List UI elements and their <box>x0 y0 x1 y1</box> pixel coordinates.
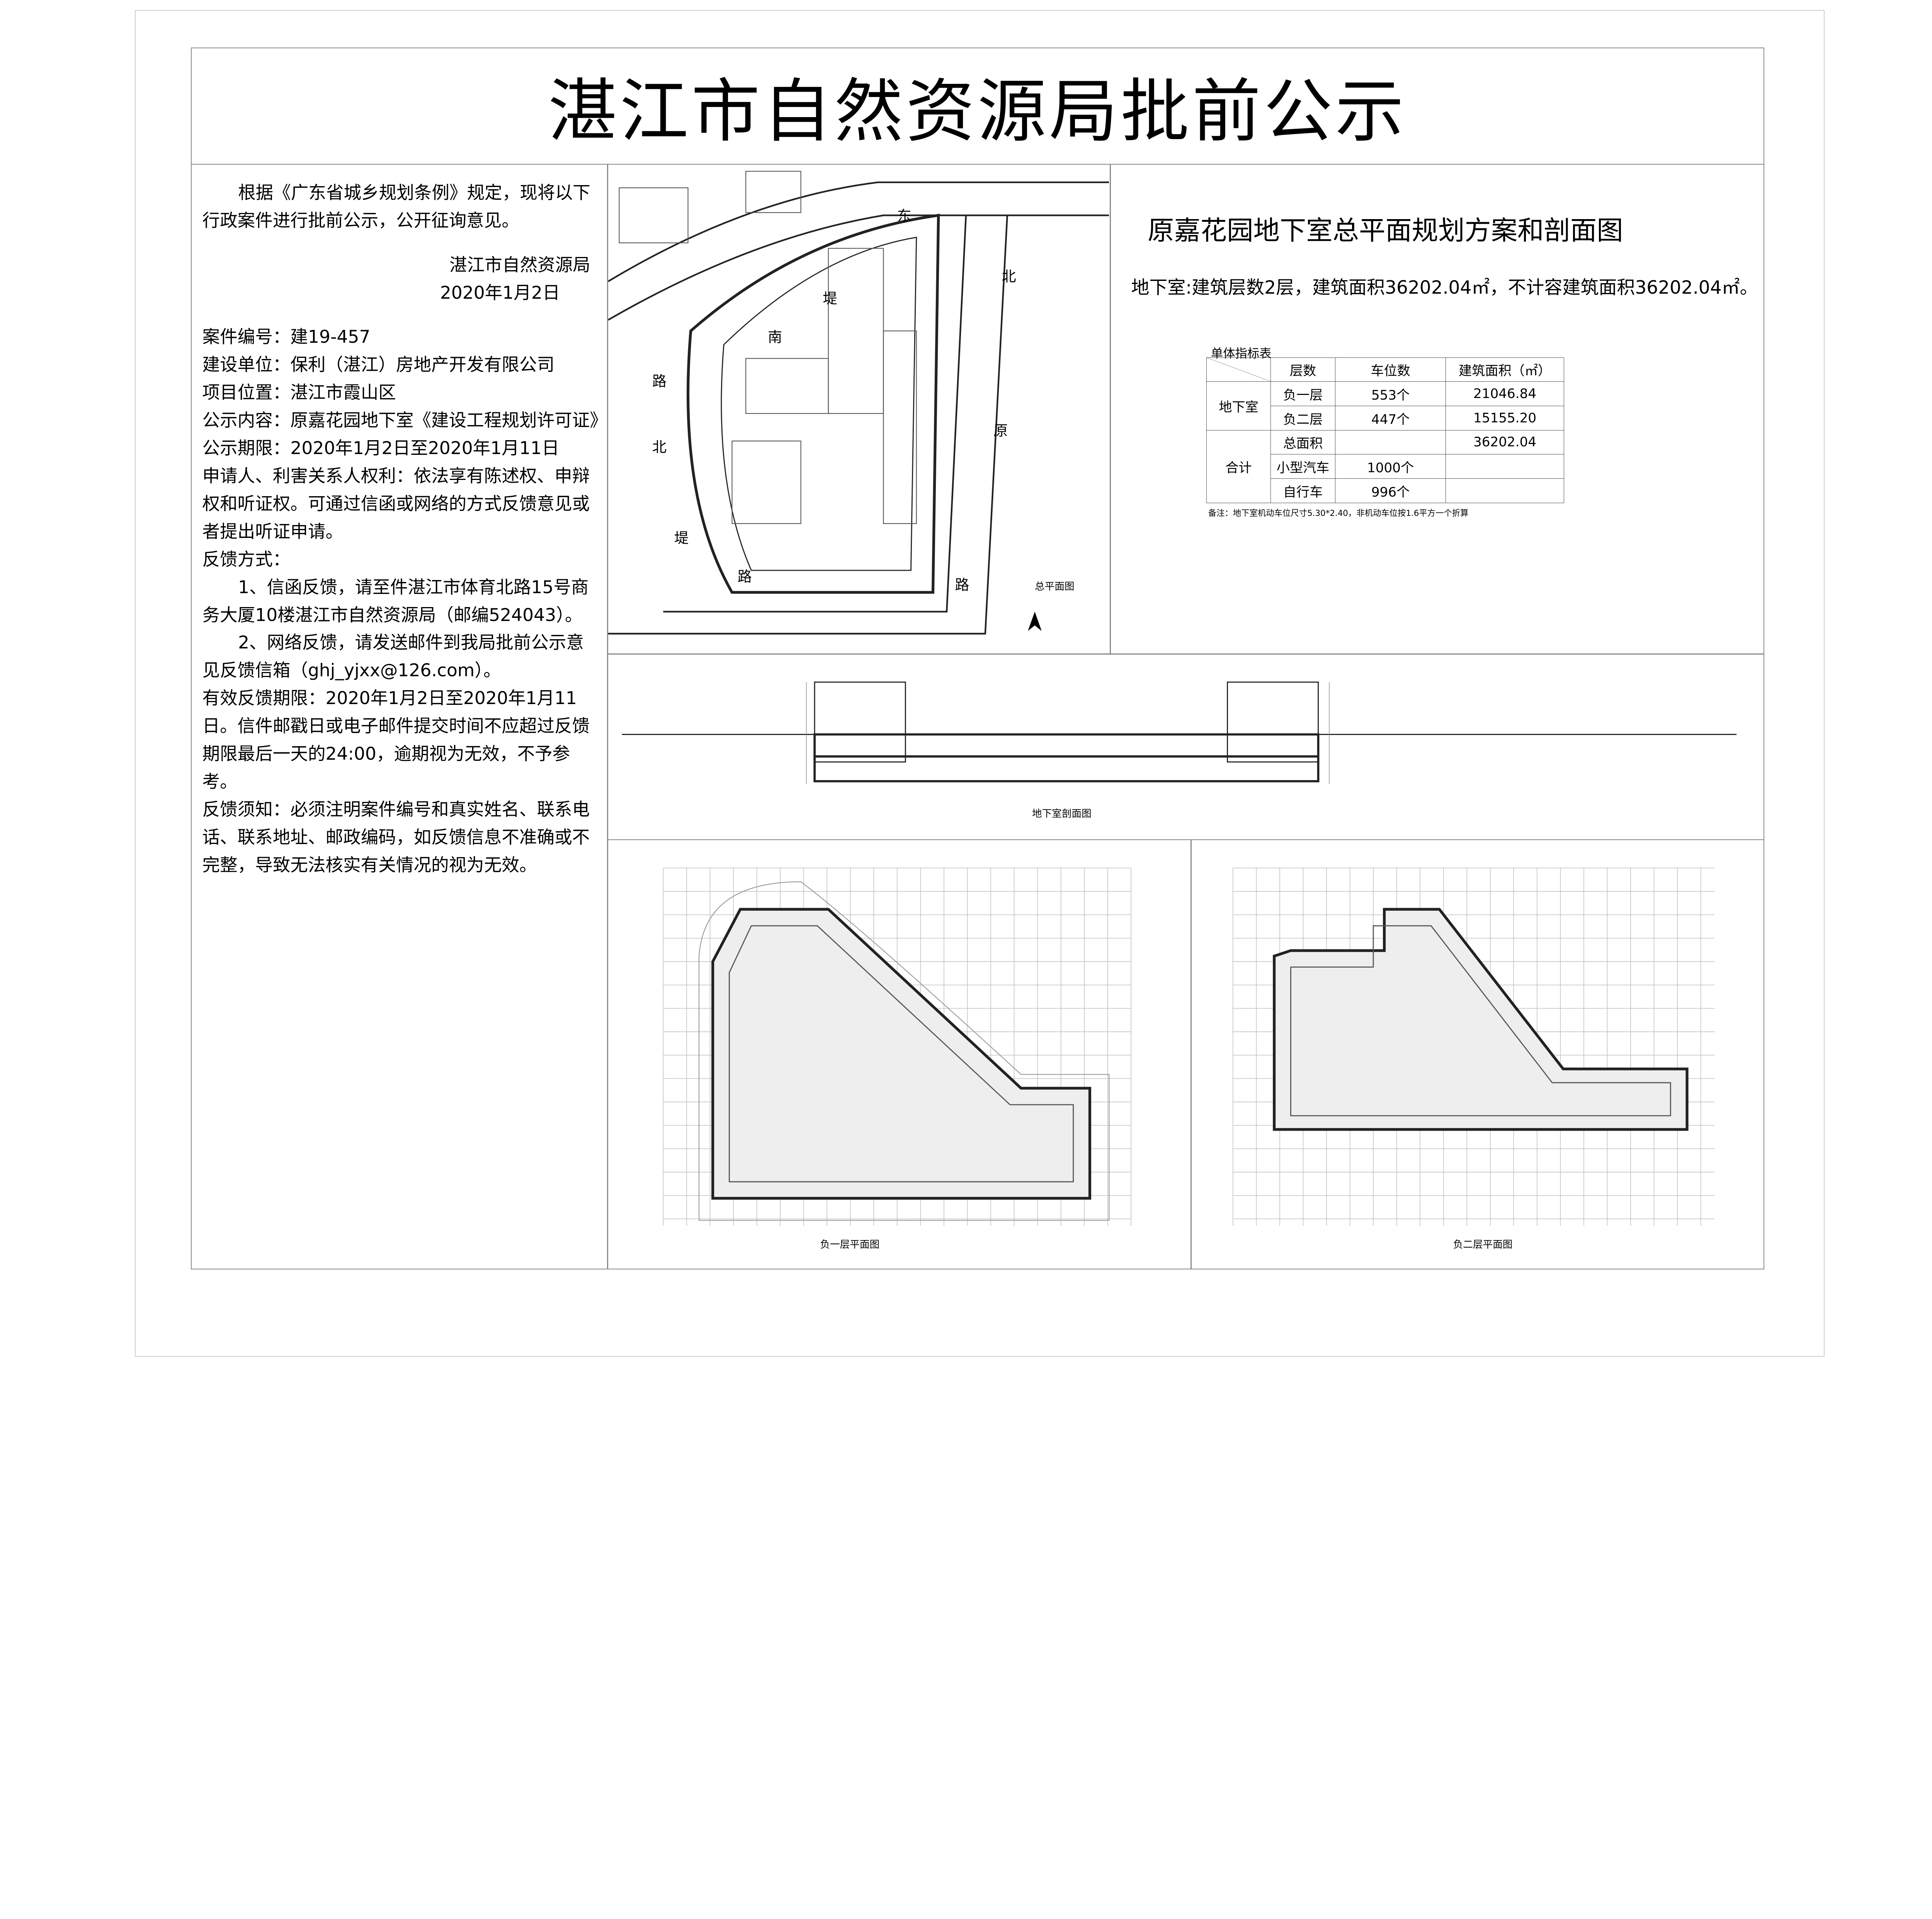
b1-plan-drawing: 负一层平面图 <box>663 868 1132 1250</box>
road-label: 北 <box>652 439 667 455</box>
site-plan-drawing: 东 堤 南 路 北 原 北 堤 路 路 总平面图 <box>608 170 1109 635</box>
notice-text: 根据《广东省城乡规划条例》规定，现将以下行政案件进行批前公示，公开征询意见。 湛… <box>202 179 607 879</box>
requirements: 反馈须知：必须注明案件编号和真实姓名、联系电话、联系地址、邮政编码，如反馈信息不… <box>202 799 590 875</box>
valid-period: 有效反馈期限：2020年1月2日至2020年1月11日。信件邮戳日或电子邮件提交… <box>202 688 590 792</box>
cell: 996个 <box>1335 478 1446 503</box>
north-arrow-icon <box>1028 611 1042 631</box>
road-label: 路 <box>955 577 969 593</box>
road-label: 北 <box>1002 268 1016 285</box>
content: 公示内容：原嘉花园地下室《建设工程规划许可证》 <box>202 410 607 430</box>
intro: 根据《广东省城乡规划条例》规定，现将以下行政案件进行批前公示，公开征询意见。 <box>202 182 590 231</box>
divider <box>1109 164 1111 653</box>
cell <box>1446 478 1564 503</box>
divider <box>1190 839 1192 1269</box>
builder: 建设单位：保利（湛江）房地产开发有限公司 <box>202 354 555 375</box>
plan-title: 原嘉花园地下室总平面规划方案和剖面图 <box>1148 216 1623 247</box>
feedback-email: 2、网络反馈，请发送邮件到我局批前公示意见反馈信箱（ghj_yjxx@126.c… <box>202 632 584 681</box>
feedback-heading: 反馈方式： <box>202 549 291 570</box>
road-label: 堤 <box>823 290 837 307</box>
cell: 1000个 <box>1335 454 1446 479</box>
plan-summary: 地下室:建筑层数2层，建筑面积36202.04㎡，不计容建筑面积36202.04… <box>1131 277 1758 299</box>
table-row: 合计总面积 36202.04 <box>1206 430 1564 503</box>
road-label: 东 <box>897 208 912 224</box>
issue-date: 2020年1月2日 <box>440 282 560 303</box>
site-plan-caption: 总平面图 <box>1035 581 1074 592</box>
notice-frame <box>190 47 1764 1269</box>
cell: 15155.20 <box>1446 405 1564 430</box>
cell: 负一层 <box>1270 381 1335 406</box>
issuer: 湛江市自然资源局 <box>449 254 590 275</box>
group-basement: 地下室 <box>1206 381 1271 430</box>
divider <box>607 164 609 1269</box>
cell <box>1335 430 1446 455</box>
cell: 21046.84 <box>1446 381 1564 406</box>
cell: 553个 <box>1335 381 1446 406</box>
header-floors: 层数 <box>1270 357 1335 382</box>
b1-caption: 负一层平面图 <box>820 1239 879 1250</box>
sheet-border <box>135 10 1825 1357</box>
cell: 总面积 <box>1270 430 1335 455</box>
header-spaces: 车位数 <box>1335 357 1446 382</box>
case-number: 案件编号：建19-457 <box>202 327 371 347</box>
divider <box>607 653 1764 655</box>
corner-cell <box>1206 357 1271 382</box>
table-note: 备注：地下室机动车位尺寸5.30*2.40，非机动车位按1.6平方一个折算 <box>1208 508 1469 518</box>
table-header-row: 层数 车位数 建筑面积（㎡） <box>1206 357 1564 382</box>
road-label: 南 <box>768 329 782 345</box>
rights: 申请人、利害关系人权利：依法享有陈述权、申辩权和听证权。可通过信函或网络的方式反… <box>202 465 590 542</box>
feedback-mail: 1、信函反馈，请至件湛江市体育北路15号商务大厦10楼湛江市自然资源局（邮编52… <box>202 577 589 625</box>
road-label: 原 <box>993 422 1008 439</box>
cell: 负二层 <box>1270 405 1335 430</box>
cell: 36202.04 <box>1446 430 1564 455</box>
cell: 自行车 <box>1270 478 1335 503</box>
page-title: 湛江市自然资源局批前公示 <box>190 48 1764 165</box>
location: 项目位置：湛江市霞山区 <box>202 382 396 403</box>
cell: 447个 <box>1335 405 1446 430</box>
cell <box>1446 454 1564 479</box>
group-total: 合计 <box>1206 430 1271 503</box>
period: 公示期限：2020年1月2日至2020年1月11日 <box>202 437 560 458</box>
header-area: 建筑面积（㎡） <box>1446 357 1564 382</box>
b2-plan-drawing: 负二层平面图 <box>1233 868 1715 1250</box>
road-label: 路 <box>652 373 667 390</box>
road-label: 堤 <box>674 530 689 546</box>
section-drawing: 地下室剖面图 <box>622 681 1737 820</box>
divider <box>607 839 1764 840</box>
road-label: 路 <box>738 568 752 585</box>
section-caption: 地下室剖面图 <box>1032 808 1092 820</box>
cell: 小型汽车 <box>1270 454 1335 479</box>
b2-caption: 负二层平面图 <box>1453 1239 1513 1250</box>
